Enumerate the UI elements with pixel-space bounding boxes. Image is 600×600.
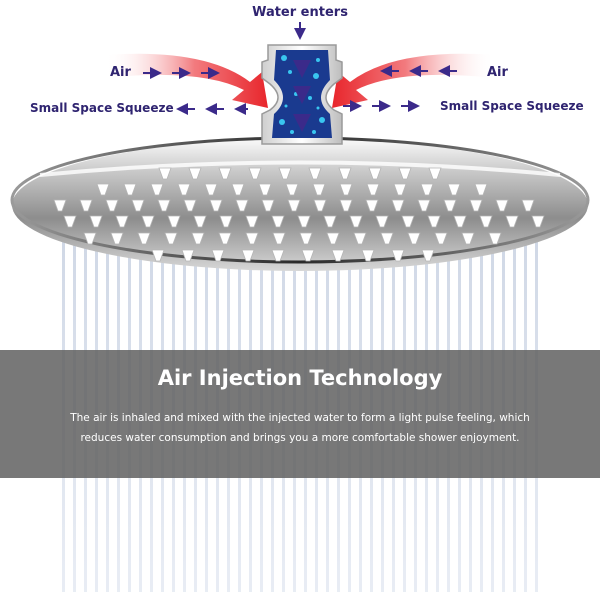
squeeze-label-right: Small Space Squeeze xyxy=(440,99,584,113)
air-arrow-left xyxy=(105,53,268,108)
info-banner: Air Injection Technology The air is inha… xyxy=(0,350,600,478)
banner-title: Air Injection Technology xyxy=(157,366,443,390)
air-label-right: Air xyxy=(487,65,508,80)
water-connector xyxy=(261,44,343,145)
air-arrow-right xyxy=(332,53,495,108)
squeeze-label-left: Small Space Squeeze xyxy=(30,101,174,115)
banner-description: The air is inhaled and mixed with the in… xyxy=(70,412,530,444)
direction-arrows xyxy=(143,22,457,115)
nozzle-grid xyxy=(53,167,545,262)
water-enters-label: Water enters xyxy=(252,5,348,20)
air-label-left: Air xyxy=(110,65,131,80)
